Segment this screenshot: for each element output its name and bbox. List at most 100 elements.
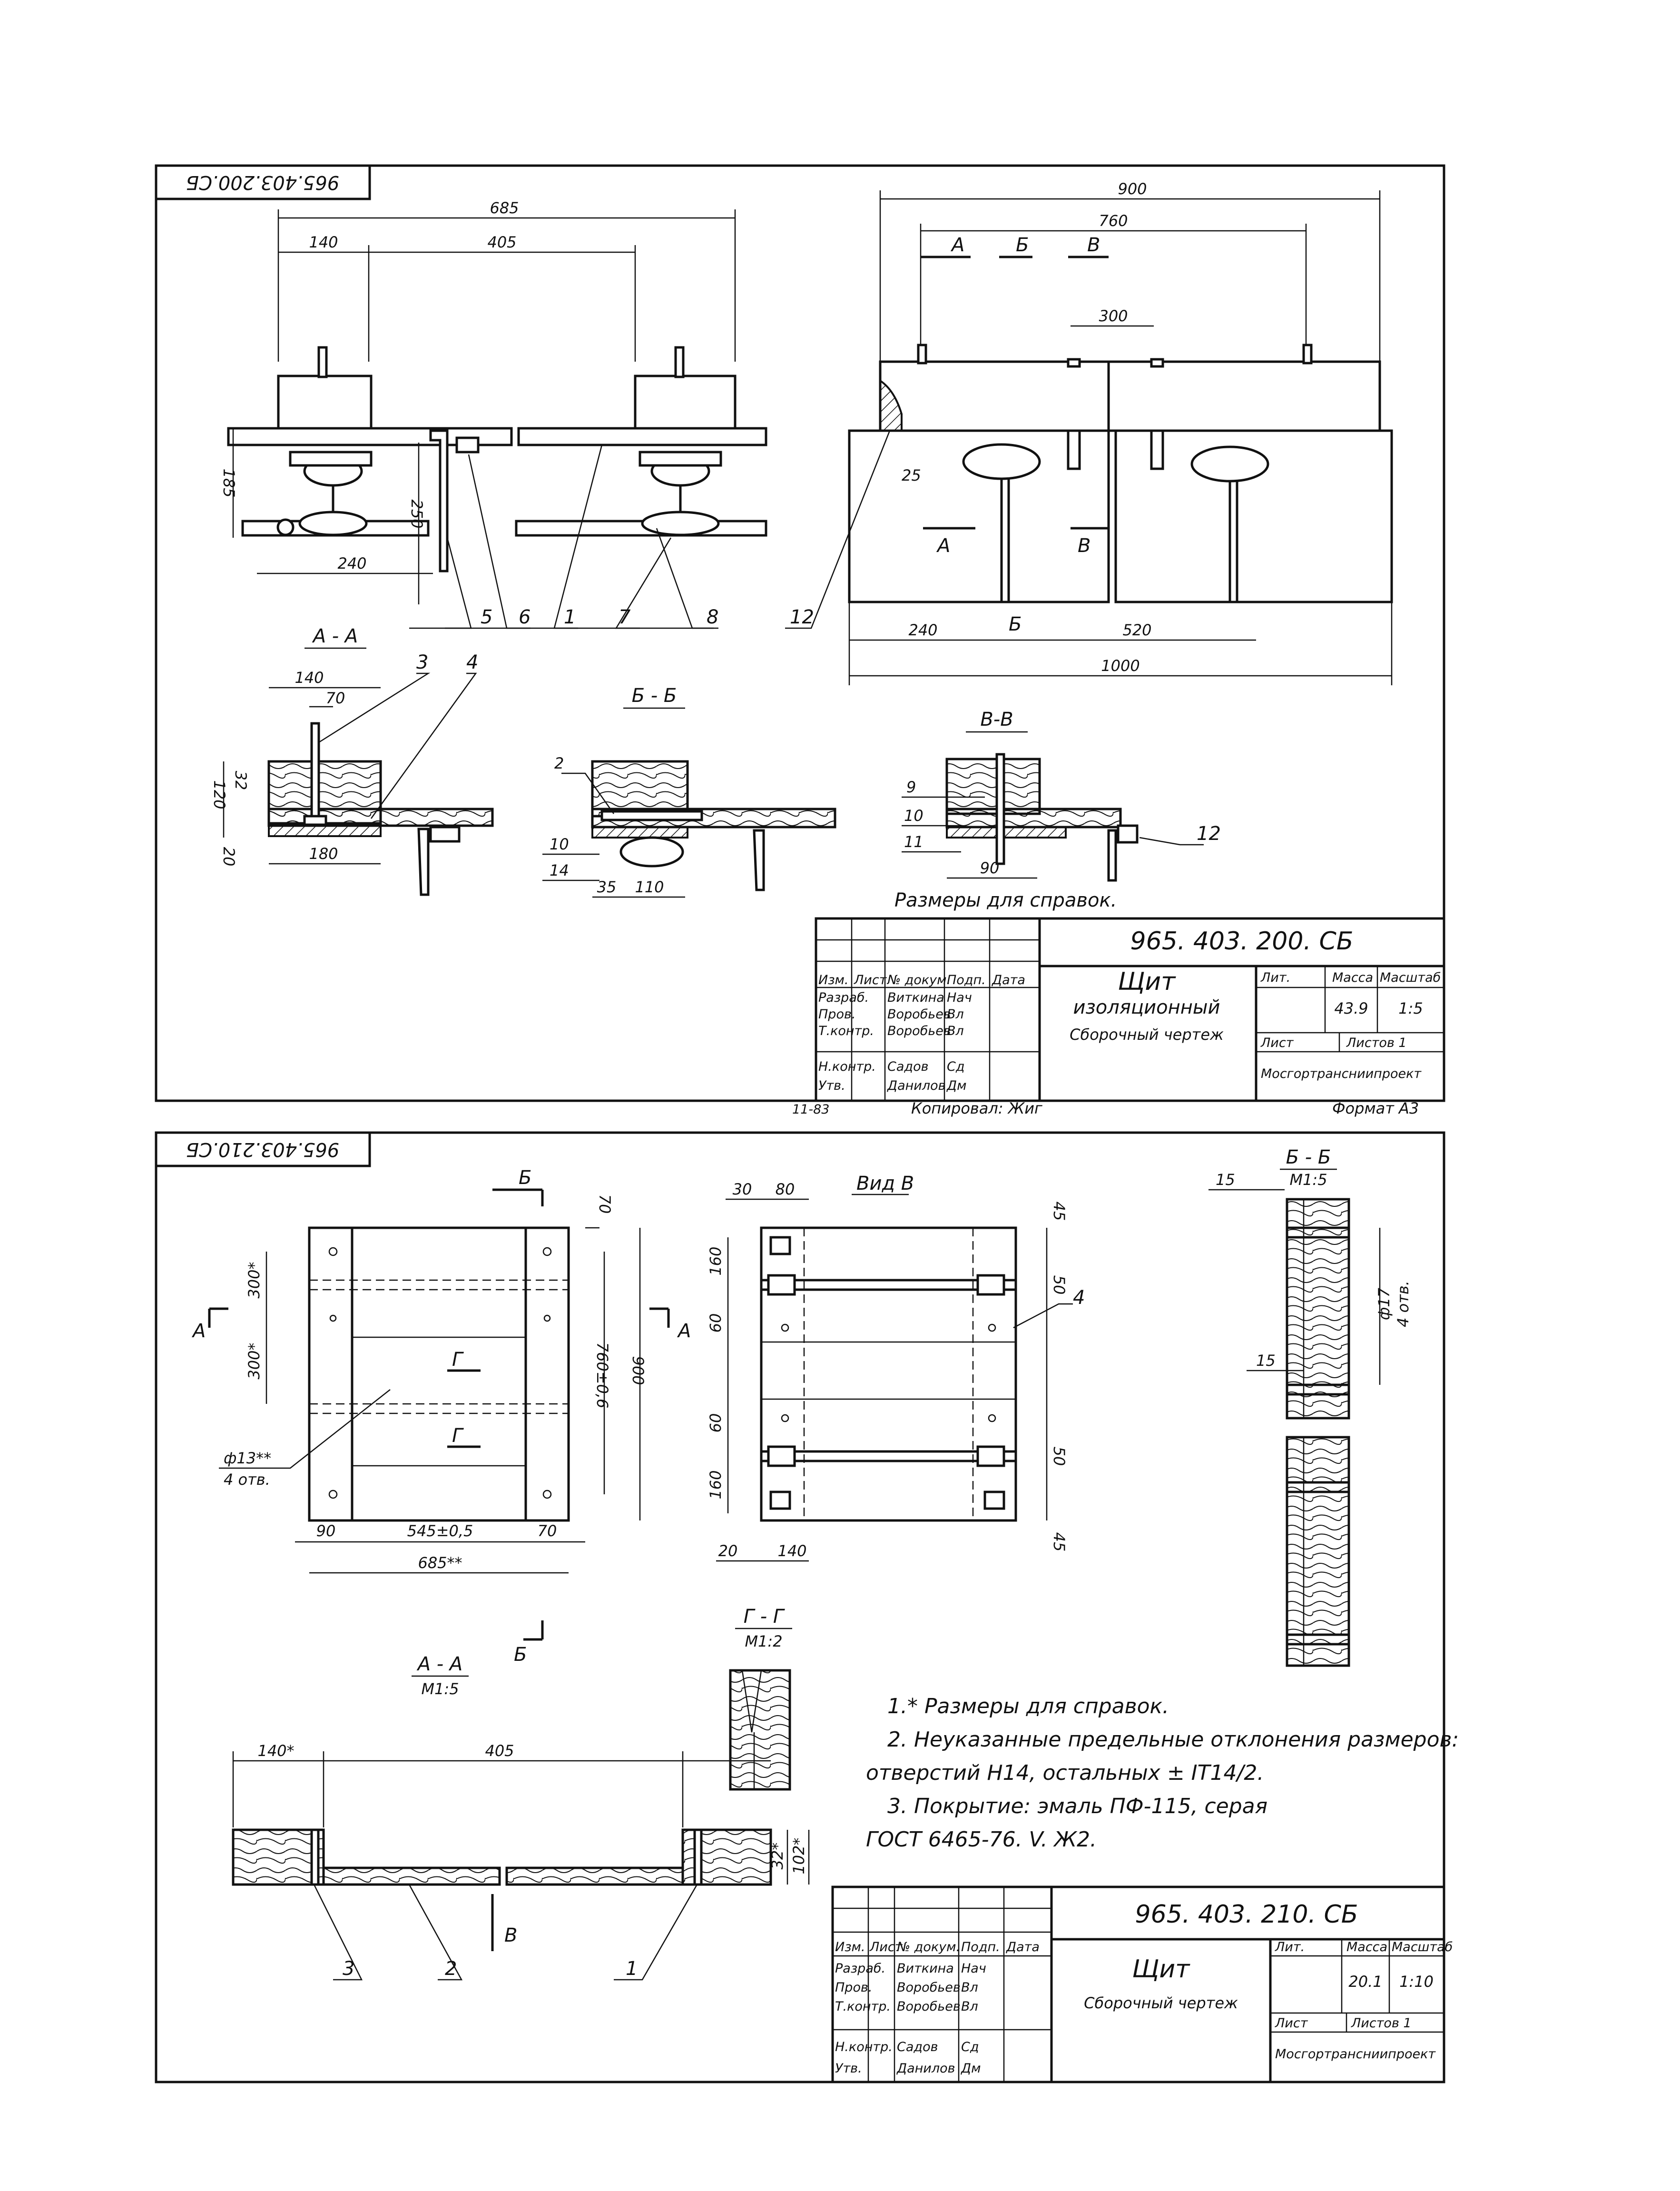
note-2: 2. Неуказанные предельные отклонения раз…	[887, 1727, 1459, 1752]
aa-dim-20: 20	[220, 847, 238, 867]
view-dim-50-top: 50	[1050, 1275, 1068, 1295]
s2-callout-3: 3	[343, 1958, 354, 1980]
sheet-2-mass: 20.1	[1348, 1973, 1382, 1991]
sheet-2-title-2: Сборочный чертеж	[1084, 1994, 1238, 2012]
sheet-2-col-sign: Подп.	[961, 1940, 1000, 1954]
s2-callout-2: 2	[445, 1958, 457, 1980]
plan-dim-300-2: 300*	[245, 1342, 263, 1379]
plan-dim-300-1: 300*	[245, 1262, 263, 1298]
dim-250: 250	[408, 499, 426, 528]
view-dim-60-top: 60	[707, 1313, 725, 1333]
sheet-2-col-doc: № докум.	[896, 1940, 960, 1954]
callout-11: 11	[904, 833, 924, 851]
section-a-a: А - А 140 70 120 32 20 180 3 4	[210, 625, 494, 896]
sheet-2-scale-label: Масштаб	[1392, 1940, 1453, 1954]
note-2-cont: отверстий H14, остальных ± IT14/2.	[866, 1761, 1264, 1785]
section-gg-scale: М1:2	[745, 1632, 782, 1650]
callout-7: 7	[619, 606, 631, 628]
plan-dim-70b: 70	[538, 1522, 557, 1540]
dim-300: 300	[1099, 307, 1128, 325]
sheet-1-row-4-role: Н.контр.	[818, 1059, 876, 1074]
sheet-1-row-5-sign: Дм	[946, 1078, 966, 1093]
callout-10: 10	[904, 807, 924, 825]
aa-dim-120: 120	[210, 780, 228, 809]
sheet-1-col-izm: Изм.	[818, 973, 849, 987]
sheet-1-row-1-sign: Нач	[947, 990, 972, 1005]
sheet-2-mass-label: Масса	[1346, 1940, 1387, 1954]
sheet-2-org: Мосгортрансниипроект	[1275, 2047, 1436, 2062]
section-gg-title: Г - Г	[744, 1606, 785, 1628]
s2-bb-hole-count: 4 отв.	[1394, 1281, 1412, 1327]
aa-dim-140: 140	[295, 669, 324, 687]
plan-dim-760: 760±0,6	[593, 1342, 611, 1409]
sheet-2-row-4-role: Н.контр.	[835, 2040, 893, 2054]
view-v-panel	[760, 1226, 1017, 1522]
sheet-1-row-2-role: Пров.	[818, 1007, 855, 1022]
sheet-2-row-1-name: Виткина	[897, 1961, 954, 1976]
sheet-1-title-1: Щит	[1118, 967, 1177, 996]
sheet-1-footer-date: 11-83	[792, 1102, 829, 1117]
view-dim-45-bottom: 45	[1050, 1532, 1068, 1552]
view-dim-160-bottom: 160	[707, 1470, 725, 1499]
sheet-1-row-3-name: Воробьев	[887, 1024, 951, 1038]
callout-1: 1	[564, 606, 576, 628]
sheet-1-sheets-label: Листов 1	[1346, 1036, 1407, 1050]
s2-aa-dim-32: 32*	[768, 1843, 786, 1870]
callout-2: 2	[554, 754, 564, 772]
mark-v-top: В	[1087, 234, 1100, 256]
plan-mark-a-left: А	[191, 1320, 206, 1342]
sheet-2-title-1: Щит	[1132, 1955, 1191, 1984]
sheet-1-row-4-name: Садов	[887, 1059, 929, 1074]
sheet-2-sheet-label: Лист	[1275, 2016, 1308, 2031]
sheet-2-row-5-name: Данилов	[896, 2061, 955, 2076]
sheet-2-row-1-role: Разраб.	[835, 1961, 885, 1976]
sheet-2-stamp-box	[155, 1131, 371, 1167]
section-b-b: Б - Б 2 10 14 35 110	[542, 685, 836, 898]
bb-dim-14: 14	[550, 861, 569, 879]
sheet-1-frame	[155, 164, 1445, 1102]
sheet-1-lit-label: Лит.	[1260, 970, 1290, 985]
sheet-2-row-5-role: Утв.	[835, 2061, 862, 2076]
sheet-1-title-block: 965. 403. 200. СБ Щит изоляционный Сборо…	[815, 917, 1445, 1102]
section-bb-title: Б - Б	[632, 685, 677, 707]
dim-25: 25	[902, 466, 921, 484]
callout-12-section: 12	[1197, 823, 1221, 845]
sheet-1: 965.403.200.СБ 685 140 405	[155, 164, 1445, 1117]
callout-3: 3	[416, 651, 428, 673]
note-3: 3. Покрытие: эмаль ПФ-115, серая	[887, 1794, 1267, 1818]
callout-5: 5	[481, 606, 492, 628]
aa-dim-32: 32	[232, 771, 250, 790]
plan-mark-a-right: А	[677, 1320, 691, 1342]
sheet-1-row-1-name: Виткина	[887, 990, 944, 1005]
s2-callout-1: 1	[626, 1958, 638, 1980]
view-dim-30: 30	[733, 1180, 752, 1198]
sheet-2-doc-code: 965. 403. 210. СБ	[1135, 1900, 1358, 1929]
bb-dim-10: 10	[550, 835, 569, 853]
sheet-1-row-5-name: Данилов	[887, 1078, 946, 1093]
sheet-1-mass-label: Масса	[1332, 970, 1373, 985]
s2-bb-dim-15b: 15	[1256, 1352, 1276, 1370]
callout-9: 9	[906, 778, 916, 796]
plan-dim-685: 685**	[418, 1554, 462, 1572]
plan-dim-900: 900	[629, 1356, 647, 1385]
s2-callout-v: В	[504, 1925, 517, 1946]
mark-b-top: Б	[1016, 234, 1029, 256]
aa-dim-70: 70	[326, 689, 345, 707]
sheet-1-row-2-name: Воробьев	[887, 1007, 951, 1022]
sheet-1-col-sign: Подп.	[947, 973, 986, 987]
section-vv-title: В-В	[980, 709, 1013, 730]
callout-8: 8	[707, 606, 718, 628]
plan-mark-g-1: Г	[452, 1349, 464, 1371]
dim-520: 520	[1122, 621, 1151, 639]
section-b-b-sheet-2: Б - Б М1:5 15 ф17 4 отв. 15	[1208, 1146, 1412, 1667]
sheet-2-row-2-sign: Вл	[961, 1980, 978, 1995]
callout-4: 4	[466, 651, 478, 673]
view-dim-60-bottom: 60	[707, 1413, 725, 1433]
sheet-2-col-date: Дата	[1006, 1940, 1040, 1954]
sheet-1-row-3-role: Т.контр.	[818, 1024, 874, 1038]
front-view-left: 685 140 405	[220, 199, 767, 629]
sheet-2-col-izm: Изм.	[835, 1940, 865, 1954]
sheet-1-row-1-role: Разраб.	[818, 990, 869, 1005]
s2-section-bb-title: Б - Б	[1286, 1146, 1331, 1168]
s2-section-aa-title: А - А	[416, 1653, 463, 1675]
